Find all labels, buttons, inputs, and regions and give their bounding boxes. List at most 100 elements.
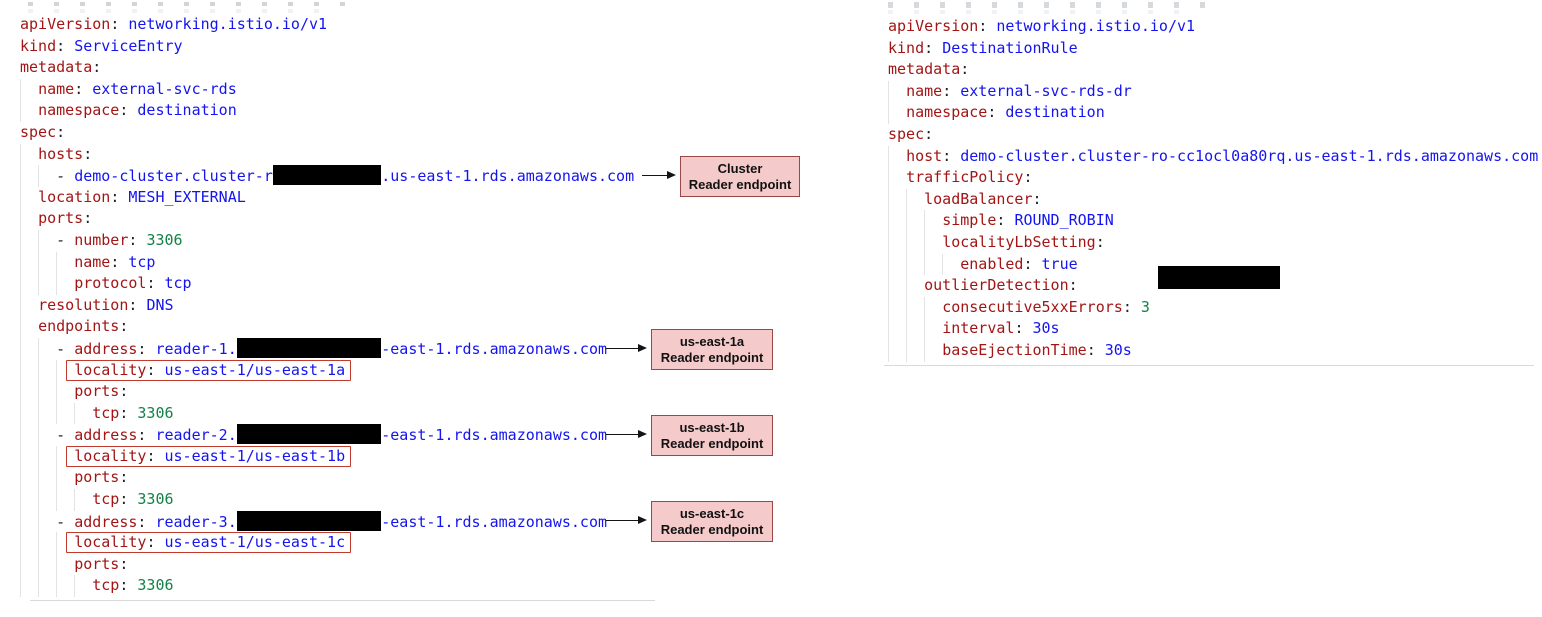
- indent-guide: [38, 251, 40, 274]
- cropped-text-remnant: [28, 2, 348, 6]
- indent-guide: [20, 359, 21, 382]
- code-token: DestinationRule: [942, 38, 1078, 57]
- code-token: :: [996, 211, 1015, 230]
- code-token: :: [1023, 168, 1033, 187]
- code-line: spec:: [20, 122, 634, 144]
- code-line: protocol: tcp: [20, 273, 634, 295]
- indent-guide: [38, 359, 40, 382]
- indent-guide: [906, 339, 908, 362]
- code-token: name: [74, 252, 111, 271]
- code-token: :: [987, 103, 1006, 122]
- code-token: destination: [137, 101, 237, 120]
- code-token: :: [74, 79, 93, 98]
- code-token: -: [56, 426, 75, 445]
- code-token: :: [119, 101, 138, 120]
- code-line: kind: DestinationRule: [888, 38, 1538, 60]
- code-line: ports:: [20, 467, 634, 490]
- redaction-box: [272, 165, 382, 186]
- code-token: :: [924, 38, 943, 57]
- indent-guide: [924, 318, 926, 340]
- code-token: -east-1.rds.amazonaws.com: [381, 426, 608, 445]
- callout-label-line1: us-east-1c: [679, 506, 745, 521]
- indent-guide: [20, 445, 21, 468]
- code-token: protocol: [74, 274, 147, 293]
- code-token: reader-2.: [155, 426, 237, 445]
- code-line: resolution: DNS: [20, 294, 634, 317]
- indent-guide: [20, 316, 21, 338]
- code-token: -east-1.rds.amazonaws.com: [381, 512, 608, 531]
- code-token: ServiceEntry: [74, 36, 183, 55]
- indent-guide: [38, 165, 40, 187]
- code-line: simple: ROUND_ROBIN: [888, 210, 1538, 232]
- indent-guide: [906, 275, 908, 297]
- code-token: :: [119, 403, 138, 422]
- code-token: :: [137, 339, 156, 358]
- code-line: ports:: [20, 208, 634, 230]
- indent-guide: [20, 467, 21, 490]
- code-token: .us-east-1.rds.amazonaws.com: [381, 167, 635, 186]
- indent-guide: [38, 273, 40, 295]
- code-line: name: external-svc-rds: [20, 78, 634, 101]
- code-token: 3: [1140, 297, 1150, 316]
- indent-guide: [888, 145, 889, 168]
- indent-guide: [924, 210, 926, 232]
- code-token: baseEjectionTime: [942, 340, 1087, 359]
- code-line: apiVersion: networking.istio.io/v1: [20, 14, 634, 36]
- code-token: :: [137, 426, 156, 445]
- indent-guide: [38, 445, 40, 468]
- indent-guide: [56, 553, 58, 576]
- code-token: :: [978, 17, 997, 35]
- code-token: kind: [888, 38, 925, 57]
- callout-label-line2: Reader endpoint: [660, 521, 764, 537]
- code-token: enabled: [960, 254, 1024, 273]
- code-line: ports:: [20, 381, 634, 403]
- redaction-box: [236, 510, 382, 531]
- redaction-box: [236, 337, 382, 358]
- indent-guide: [906, 296, 908, 319]
- indent-guide: [888, 188, 889, 211]
- code-token: -: [56, 339, 75, 358]
- code-token: destination: [1005, 103, 1105, 122]
- code-line: kind: ServiceEntry: [20, 36, 634, 58]
- code-token: locality: [74, 360, 147, 379]
- indent-guide: [38, 424, 40, 446]
- code-token: name: [38, 79, 75, 98]
- indent-guide: [20, 424, 21, 446]
- locality-highlight-box: locality: us-east-1/us-east-1c: [66, 532, 352, 554]
- indent-guide: [38, 381, 40, 403]
- callout-label-line2: Reader endpoint: [660, 435, 764, 451]
- indent-guide: [56, 445, 58, 468]
- code-line: enabled: true: [888, 253, 1538, 276]
- code-token: ports: [74, 554, 120, 573]
- code-token: :: [960, 60, 970, 79]
- code-token: locality: [74, 446, 147, 465]
- code-token: :: [56, 36, 75, 55]
- code-line: - address: reader-3.-east-1.rds.amazonaw…: [20, 510, 634, 533]
- indent-guide: [888, 80, 889, 103]
- indent-guide: [38, 489, 40, 511]
- code-token: external-svc-rds: [92, 79, 237, 98]
- indent-guide: [888, 231, 889, 254]
- code-line: locality: us-east-1/us-east-1a: [20, 359, 634, 382]
- code-token: interval: [942, 319, 1015, 338]
- code-token: us-east-1/us-east-1c: [164, 533, 346, 552]
- code-token: 3306: [137, 576, 174, 595]
- code-token: trafficPolicy: [906, 168, 1024, 187]
- callout-label-line1: Cluster: [717, 161, 763, 176]
- code-token: metadata: [888, 60, 961, 79]
- code-token: networking.istio.io/v1: [996, 17, 1196, 35]
- indent-guide: [38, 337, 40, 360]
- indent-guide: [38, 229, 40, 252]
- callout-arrow: [606, 434, 638, 435]
- code-token: :: [146, 446, 165, 465]
- indent-guide: [38, 575, 40, 598]
- indent-guide: [20, 165, 21, 187]
- indent-guide: [56, 273, 58, 295]
- code-token: -: [56, 167, 75, 186]
- code-token: address: [74, 512, 138, 531]
- code-token: 3306: [137, 490, 174, 509]
- code-token: :: [128, 295, 147, 314]
- indent-guide: [924, 231, 926, 254]
